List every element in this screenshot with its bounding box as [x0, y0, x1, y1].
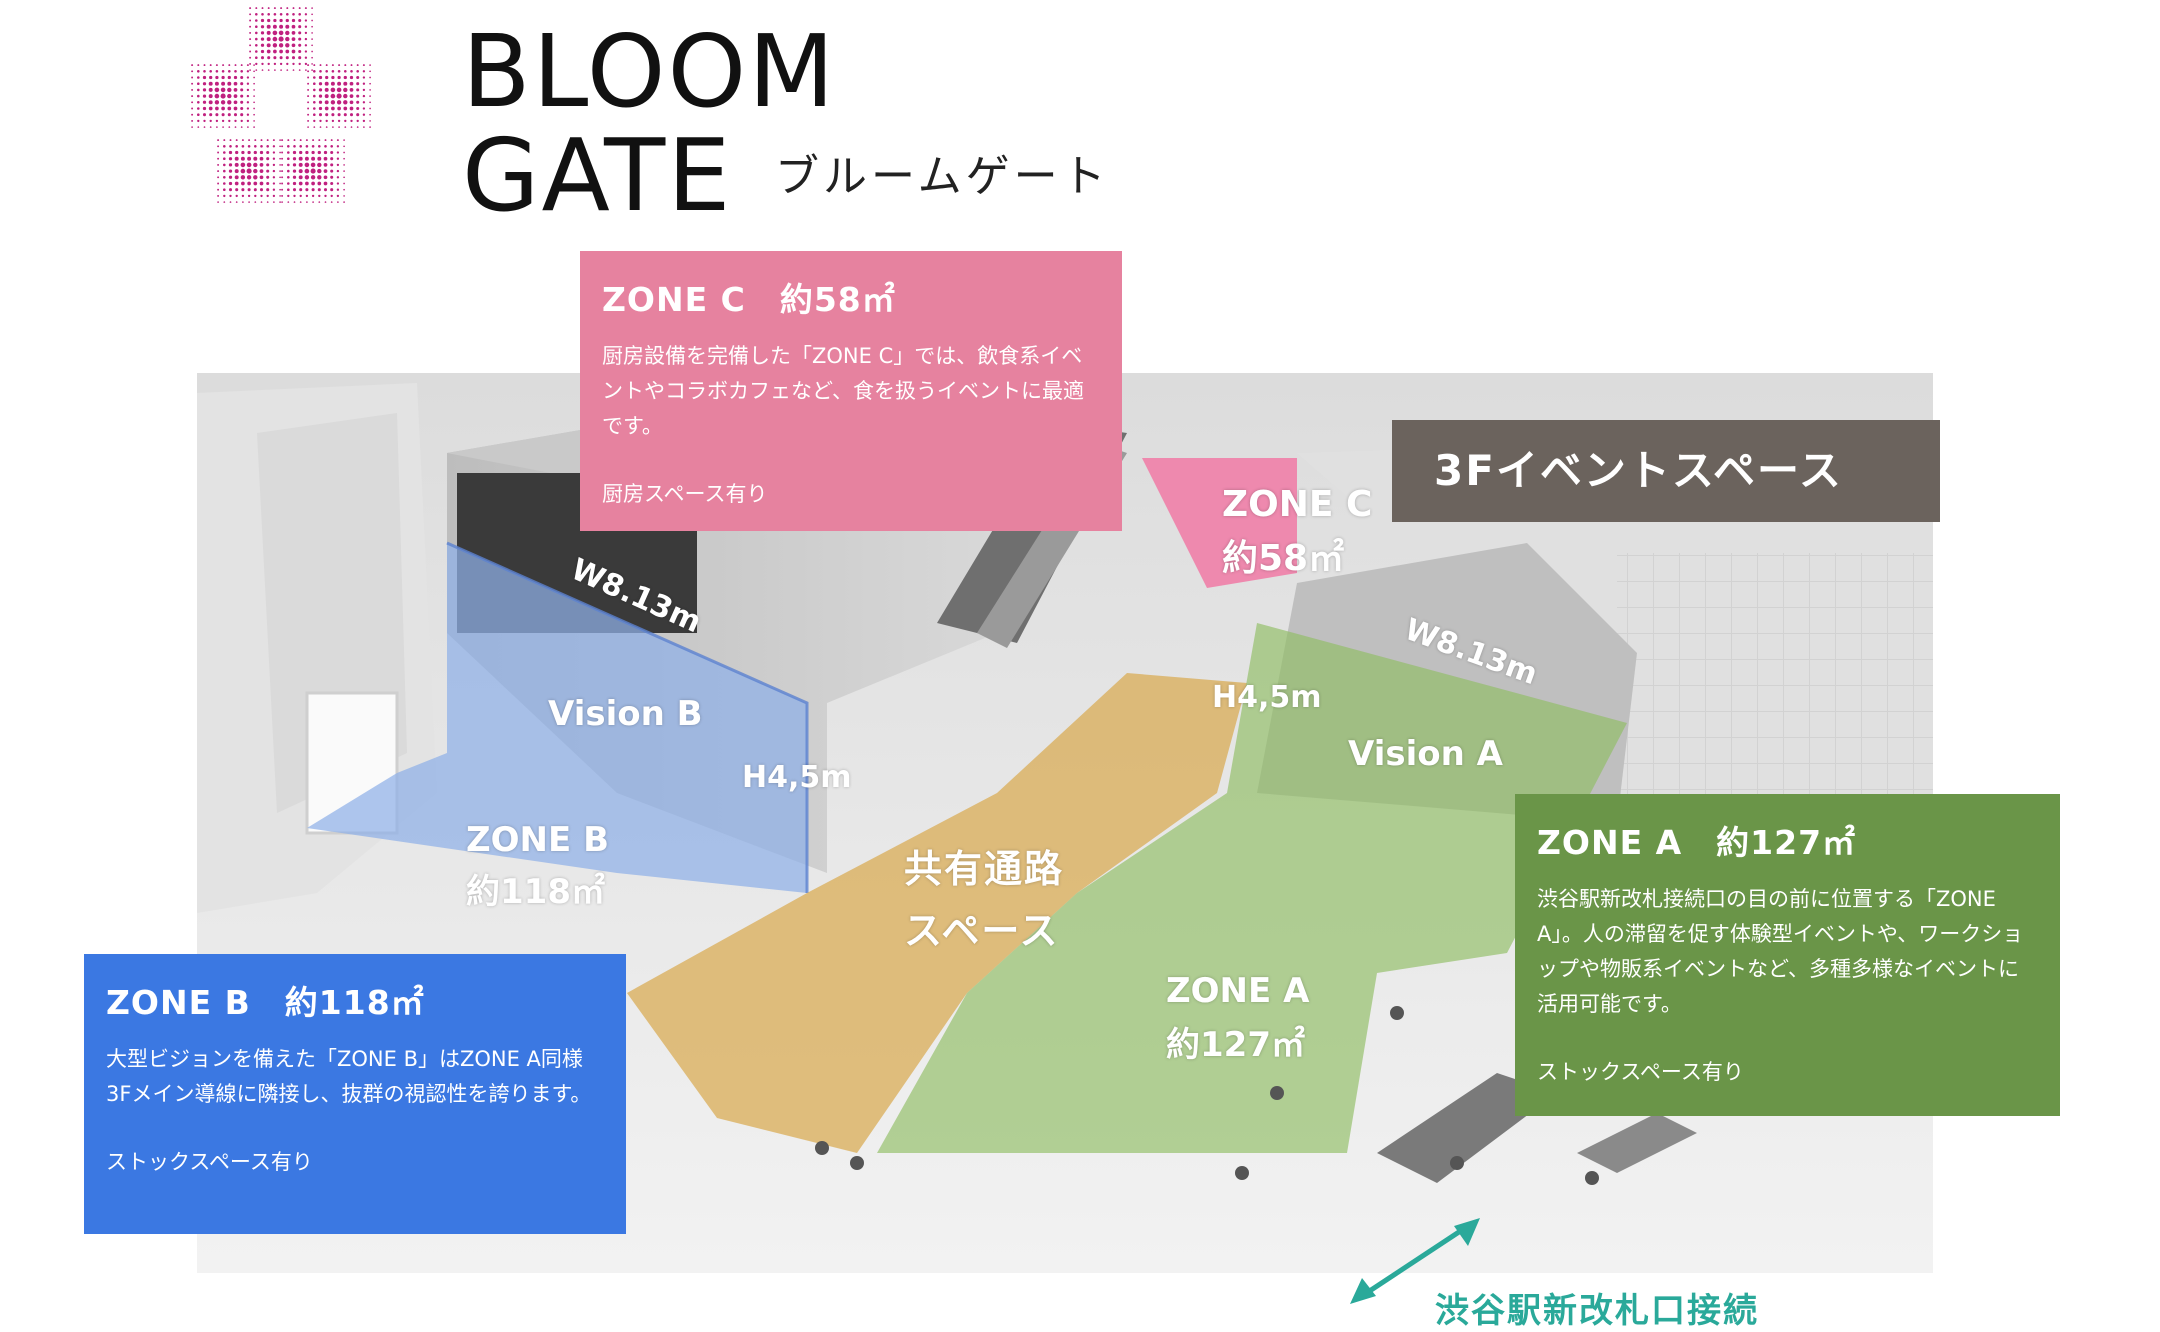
vision-a-label: Vision A — [1348, 734, 1503, 774]
vision-b-label: Vision B — [548, 694, 703, 734]
zone-c-plan-name: ZONE C — [1222, 484, 1373, 525]
double-arrow-icon — [1350, 1216, 1770, 1306]
zone-c-info-panel: ZONE C 約58㎡ 厨房設備を完備した「ZONE C」では、飲食系イベントや… — [580, 251, 1122, 531]
zone-a-plan-name: ZONE A — [1166, 971, 1310, 1011]
zone-c-description: 厨房設備を完備した「ZONE C」では、飲食系イベントやコラボカフェなど、食を扱… — [602, 344, 1084, 438]
zone-c-plan-area: 約58㎡ — [1222, 538, 1345, 579]
zone-b-title: ZONE B 約118㎡ — [106, 983, 425, 1022]
dotted-flower-logo-icon — [180, 0, 380, 220]
brand-wordmark-line2: GATE — [462, 117, 733, 234]
shared-aisle-line2: スペース — [904, 909, 1060, 953]
height-label-right: H4,5m — [1212, 680, 1322, 715]
zone-a-info-panel: ZONE A 約127㎡ 渋谷駅新改札接続口の目の前に位置する「ZONE A」。… — [1515, 794, 2060, 1116]
zone-b-plan-name: ZONE B — [466, 820, 609, 860]
floor-badge: 3Fイベントスペース — [1392, 420, 1940, 522]
zone-b-description: 大型ビジョンを備えた「ZONE B」はZONE A同様3Fメイン導線に隣接し、抜… — [106, 1047, 592, 1106]
shared-aisle-line1: 共有通路 — [904, 847, 1065, 891]
zone-a-title: ZONE A 約127㎡ — [1537, 823, 1857, 862]
height-label-left: H4,5m — [742, 760, 852, 795]
zone-a-description: 渋谷駅新改札接続口の目の前に位置する「ZONE A」。人の滞留を促す体験型イベン… — [1537, 887, 2024, 1016]
zone-b-plan-label: ZONE B 約118㎡ — [466, 814, 609, 918]
zone-a-plan-label: ZONE A 約127㎡ — [1166, 964, 1309, 1072]
zone-c-plan-label: ZONE C 約58㎡ — [1222, 478, 1372, 586]
zone-c-title: ZONE C 約58㎡ — [602, 280, 896, 319]
station-connection-label: 渋谷駅新改札口接続 — [1435, 1291, 1759, 1331]
zone-a-note: ストックスペース有り — [1537, 1060, 1744, 1084]
zone-b-info-panel: ZONE B 約118㎡ 大型ビジョンを備えた「ZONE B」はZONE A同様… — [84, 954, 626, 1234]
brand-wordmark-line1: BLOOM — [462, 13, 837, 130]
zone-b-note: ストックスペース有り — [106, 1150, 313, 1174]
brand-wordmark: BLOOM GATE — [462, 13, 837, 234]
zone-b-plan-area: 約118㎡ — [466, 872, 605, 912]
shared-aisle-label: 共有通路 スペース — [904, 838, 1064, 962]
zone-c-note: 厨房スペース有り — [602, 482, 768, 506]
brand-kana: ブルームゲート — [775, 151, 1110, 202]
zone-a-plan-area: 約127㎡ — [1166, 1025, 1305, 1065]
